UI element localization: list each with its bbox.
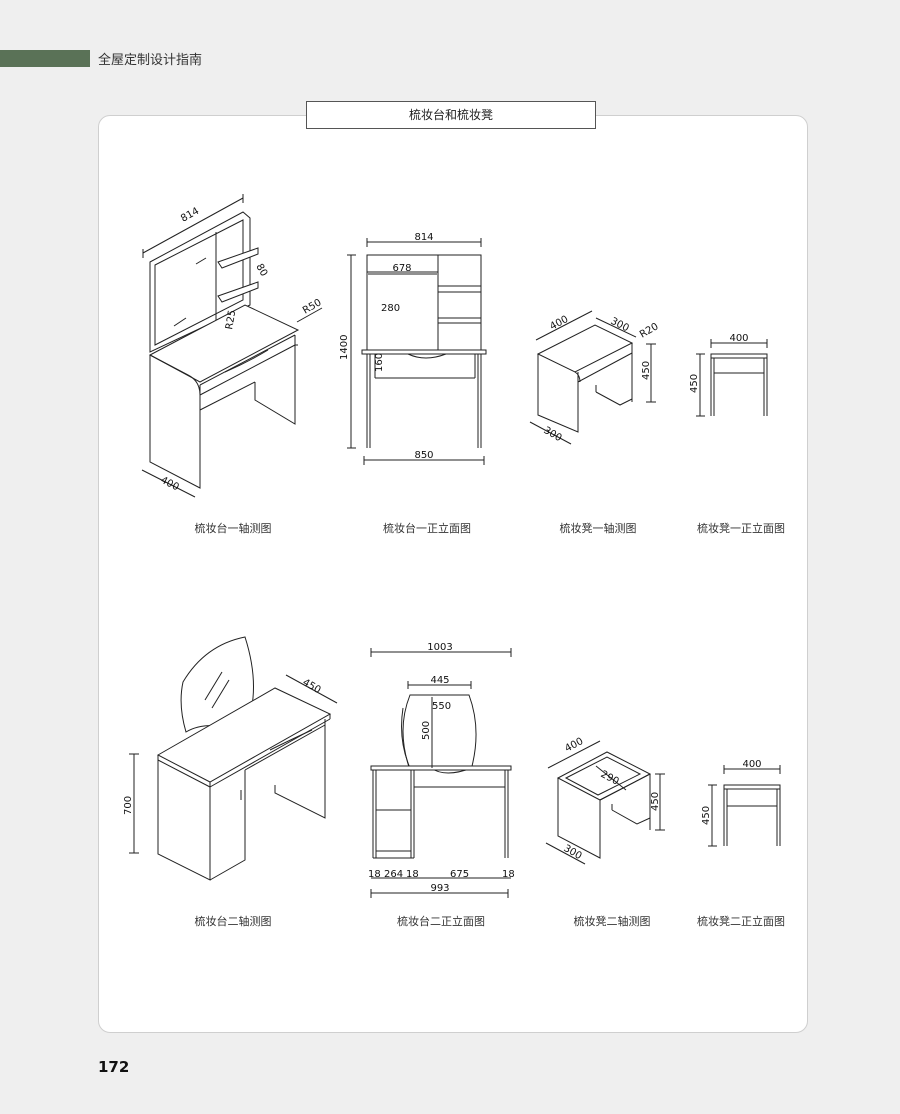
- dim-stool1f-450: 450: [689, 374, 700, 393]
- stool-1-axonometric: 400 300 R20 450 300 梳妆凳一轴测图: [530, 311, 661, 535]
- dim-stool2f-400: 400: [742, 759, 761, 770]
- dim-stool1f-400: 400: [729, 333, 748, 344]
- dim-stool1-r20: R20: [638, 321, 661, 340]
- dim-850: 850: [414, 450, 433, 461]
- section-title: 梳妆台和梳妆凳: [306, 101, 596, 129]
- dim-stool2-300: 300: [562, 843, 584, 862]
- dim-b-264: 264: [384, 869, 403, 880]
- book-title: 全屋定制设计指南: [98, 53, 203, 68]
- dim-b-675: 675: [450, 869, 469, 880]
- caption-stool-2-axo: 梳妆凳二轴测图: [574, 914, 651, 928]
- page-number: 172: [98, 1058, 130, 1076]
- dim-stool1-400: 400: [548, 314, 570, 333]
- stool-1-front-elevation: 400 450 梳妆凳一正立面图: [689, 333, 785, 535]
- dim-1003: 1003: [427, 642, 452, 653]
- dim-80: 80: [253, 262, 269, 279]
- vanity-1-axonometric: 814 400 80 R50 R25 梳妆台一轴测图: [142, 194, 324, 535]
- caption-stool-1-axo: 梳妆凳一轴测图: [560, 521, 637, 535]
- dim-445: 445: [430, 675, 449, 686]
- dim-550: 550: [432, 701, 451, 712]
- header-accent-bar: [0, 50, 90, 67]
- dim-stool1-300: 300: [609, 316, 631, 334]
- dim-814-axo: 814: [179, 206, 201, 225]
- dim-stool1-300b: 300: [542, 425, 564, 444]
- dim-stool2f-450: 450: [701, 806, 712, 825]
- dim-1400: 1400: [339, 335, 350, 360]
- vanity-1-front-elevation: 814 678 280 1400 160 850 梳妆台一正立面图: [339, 232, 486, 535]
- caption-stool-1-front: 梳妆凳一正立面图: [697, 521, 785, 535]
- dim-814-front: 814: [414, 232, 433, 243]
- stool-2-axonometric: 400 290 450 300 梳妆凳二轴测图: [546, 736, 665, 928]
- vanity-2-axonometric: 700 450 梳妆台二轴测图: [123, 637, 337, 928]
- dim-stool2-450: 450: [650, 792, 661, 811]
- caption-vanity-1-axo: 梳妆台一轴测图: [195, 521, 272, 535]
- dim-678: 678: [392, 263, 411, 274]
- dim-993: 993: [430, 883, 449, 894]
- dim-r25: R25: [224, 309, 238, 330]
- dim-280: 280: [381, 303, 400, 314]
- stool-2-front-elevation: 400 450 梳妆凳二正立面图: [697, 759, 785, 928]
- dim-160: 160: [374, 353, 385, 372]
- dim-500: 500: [421, 721, 432, 740]
- dim-stool2-400: 400: [563, 736, 585, 755]
- caption-stool-2-front: 梳妆凳二正立面图: [697, 914, 785, 928]
- caption-vanity-2-front: 梳妆台二正立面图: [397, 914, 485, 928]
- dim-stool1-450: 450: [641, 361, 652, 380]
- dim-b-18b: 18: [406, 869, 419, 880]
- dim-b-18a: 18: [368, 869, 381, 880]
- dim-vanity2-700: 700: [123, 796, 134, 815]
- caption-vanity-1-front: 梳妆台一正立面图: [383, 521, 471, 535]
- dim-400-axo: 400: [159, 475, 181, 493]
- vanity-2-front-elevation: 1003 445 550 500 18 264 18 675 18 993 梳妆…: [368, 642, 515, 928]
- dim-b-18c: 18: [502, 869, 515, 880]
- caption-vanity-2-axo: 梳妆台二轴测图: [195, 914, 272, 928]
